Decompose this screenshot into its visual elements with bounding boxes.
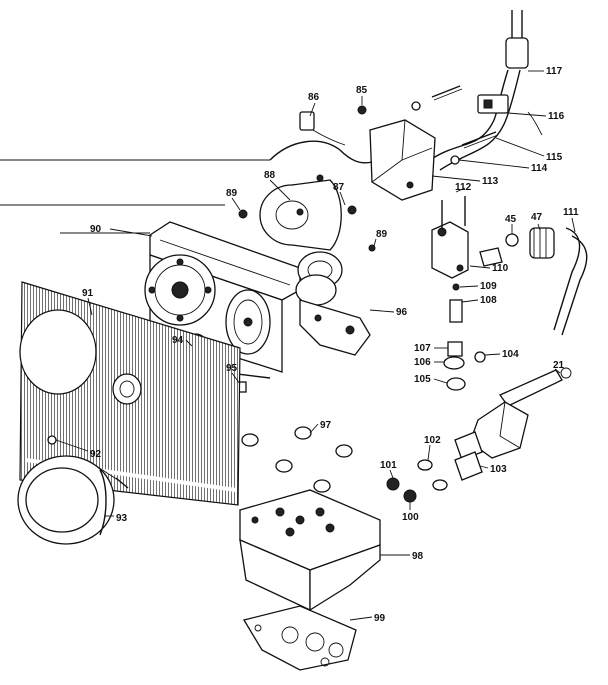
- callout-label: 111: [563, 207, 579, 218]
- callout-label: 112: [455, 182, 472, 193]
- gear-housing-frame: [144, 221, 301, 373]
- hose: [553, 227, 581, 331]
- callout-label: 108: [480, 295, 497, 306]
- leader-lines: [55, 70, 576, 621]
- hex-nut: [403, 489, 417, 503]
- nozzle-fitting: [499, 367, 572, 407]
- callout-label: 86: [308, 92, 320, 103]
- screw-head: [368, 244, 376, 252]
- callout-label: 101: [380, 460, 397, 471]
- base-tank: [239, 489, 381, 612]
- callout-label: 114: [531, 163, 548, 174]
- callout-label: 113: [482, 176, 499, 187]
- callout-label: 107: [414, 343, 431, 354]
- callout-label: 47: [531, 212, 543, 223]
- callout-label: 100: [402, 512, 419, 523]
- callout-label: 102: [424, 435, 441, 446]
- valve-stem: [443, 283, 466, 391]
- callout-label: 117: [546, 66, 563, 77]
- callout-label: 109: [480, 281, 497, 292]
- washer: [474, 351, 486, 363]
- callout-label: 92: [90, 449, 102, 460]
- washer: [411, 101, 421, 111]
- callout-label: 85: [356, 85, 368, 96]
- callout-label: 104: [502, 349, 519, 360]
- power-cord: [429, 10, 543, 171]
- callout-labels: 86 85 117 116 115 114 113 112 111 88 87 …: [82, 66, 579, 624]
- callout-label: 97: [320, 420, 332, 431]
- switch-box: [369, 119, 436, 201]
- screw: [461, 131, 499, 149]
- callout-label: 94: [172, 335, 184, 346]
- grommet: [241, 426, 353, 493]
- filter-cap: [529, 227, 555, 259]
- wire-harness: [269, 111, 373, 164]
- o-ring: [417, 459, 433, 471]
- hex-nut: [386, 477, 400, 491]
- callout-label: 87: [333, 182, 345, 193]
- front-panel: [19, 281, 241, 506]
- callout-label: 105: [414, 374, 431, 385]
- motor: [259, 174, 357, 251]
- callout-label: 116: [548, 111, 565, 122]
- o-ring: [432, 479, 448, 491]
- nut: [357, 105, 367, 115]
- callout-label: 93: [116, 513, 128, 524]
- washer: [450, 155, 460, 165]
- hex-nut: [505, 233, 519, 247]
- callout-label: 88: [264, 170, 276, 181]
- gasket: [242, 605, 357, 671]
- manifold-block: [454, 401, 529, 481]
- dial-knob: [17, 455, 115, 545]
- pulley-assembly: [295, 251, 371, 356]
- fitting: [479, 247, 503, 267]
- callout-label: 106: [414, 357, 431, 368]
- screw: [431, 85, 463, 101]
- callout-label: 90: [90, 224, 102, 235]
- callout-label: 21: [553, 360, 565, 371]
- callout-label: 89: [376, 229, 388, 240]
- callout-label: 45: [505, 214, 517, 225]
- callout-label: 91: [82, 288, 94, 299]
- screw-head: [238, 209, 248, 219]
- callout-label: 115: [546, 152, 563, 163]
- cord-clamp: [477, 94, 509, 114]
- valve-housing: [431, 196, 469, 279]
- callout-label: 99: [374, 613, 386, 624]
- callout-label: 89: [226, 188, 238, 199]
- callout-label: 103: [490, 464, 507, 475]
- callout-label: 98: [412, 551, 424, 562]
- callout-label: 95: [226, 363, 238, 374]
- hose: [561, 235, 588, 336]
- callout-label: 110: [492, 263, 509, 274]
- callout-label: 96: [396, 307, 408, 318]
